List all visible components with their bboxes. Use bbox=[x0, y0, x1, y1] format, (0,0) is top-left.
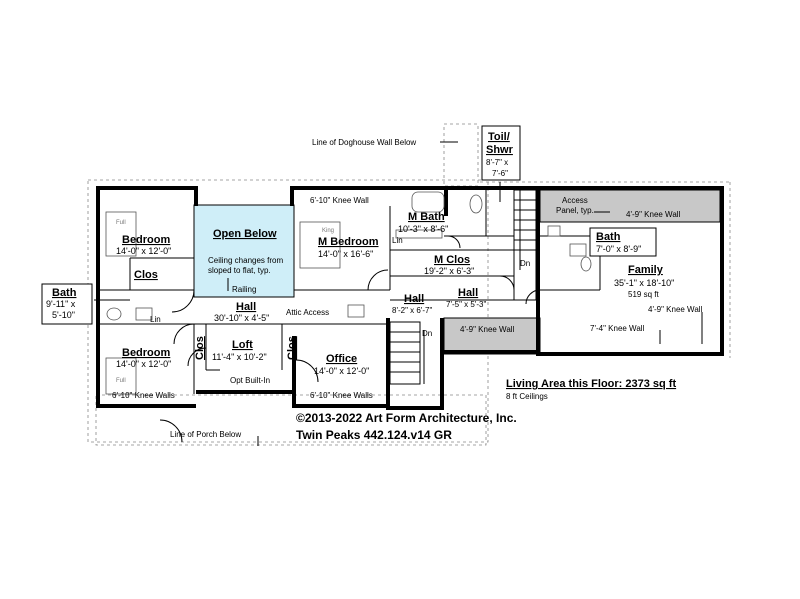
railing-note: Railing bbox=[232, 285, 256, 294]
bedroom-bottom-title: Bedroom bbox=[122, 347, 171, 359]
toil-shwr-box bbox=[481, 125, 521, 181]
bedroom-top-dim: 14'-0" x 12'-0" bbox=[116, 246, 171, 256]
knee-wall-49-stair: 4'-9" Knee Wall bbox=[460, 325, 515, 334]
family-area: 519 sq ft bbox=[628, 290, 659, 299]
knee-wall-74: 7'-4" Knee Wall bbox=[590, 324, 645, 333]
door-swings bbox=[159, 235, 541, 443]
bath-right-title: Bath bbox=[596, 231, 621, 243]
king-label: King bbox=[322, 228, 334, 234]
m-bedroom-title: M Bedroom bbox=[318, 236, 379, 248]
bath-left-title: Bath bbox=[52, 287, 77, 299]
bedroom-bottom-dim: 14'-0" x 12'-0" bbox=[116, 359, 171, 369]
family-title: Family bbox=[628, 264, 664, 276]
m-clos-title: M Clos bbox=[434, 254, 470, 266]
dn-label-2: Dn bbox=[422, 329, 432, 338]
living-area-title: Living Area this Floor: 2373 sq ft bbox=[506, 378, 676, 390]
bath-right-box bbox=[589, 227, 657, 257]
hall-right-dim: 7'-5" x 5'-3" bbox=[446, 300, 486, 309]
hall-right-title: Hall bbox=[458, 287, 478, 299]
bath-left-dim-2: 5'-10" bbox=[52, 310, 75, 320]
dashed-outlines bbox=[87, 123, 731, 446]
full-label-1: Full bbox=[116, 220, 126, 226]
porch-note: Line of Porch Below bbox=[170, 430, 241, 439]
access-panel-2: Panel, typ. bbox=[556, 206, 594, 215]
attic-access-note: Attic Access bbox=[286, 308, 329, 317]
bedroom-top-title: Bedroom bbox=[122, 234, 171, 246]
opt-built-in-note: Opt Built-In bbox=[230, 376, 270, 385]
stairs bbox=[389, 189, 537, 385]
open-below-note-2: sloped to flat, typ. bbox=[208, 266, 271, 275]
exterior-walls bbox=[96, 186, 724, 410]
m-bedroom-dim: 14'-0" x 16'-6" bbox=[318, 249, 373, 259]
m-clos-dim: 19'-2" x 6'-3" bbox=[424, 266, 474, 276]
clos-loft-title: Clos bbox=[194, 336, 206, 360]
open-below-note-1: Ceiling changes from bbox=[208, 256, 283, 265]
leader-lines bbox=[94, 141, 703, 446]
copyright-line-2: Twin Peaks 442.124.v14 GR bbox=[296, 428, 452, 442]
hall-main-title: Hall bbox=[236, 301, 256, 313]
toil-shwr-dim-2: 7'-6" bbox=[492, 169, 508, 178]
knee-wall-610-top: 6'-10" Knee Wall bbox=[310, 196, 369, 205]
clos-top-title: Clos bbox=[134, 269, 158, 281]
bath-left-dim-1: 9'-11" x bbox=[46, 299, 76, 309]
living-area-ceilings: 8 ft Ceilings bbox=[506, 392, 548, 401]
hall-main-dim: 30'-10" x 4'-5" bbox=[214, 313, 269, 323]
toil-shwr-dim-1: 8'-7" x bbox=[486, 158, 508, 167]
doghouse-note: Line of Doghouse Wall Below bbox=[312, 138, 416, 147]
knee-wall-49-top: 4'-9" Knee Wall bbox=[626, 210, 681, 219]
knee-walls-610-bed: 6'-10" Knee Walls bbox=[112, 391, 175, 400]
toil-shwr-title-1: Toil/ bbox=[488, 131, 510, 143]
bath-right-dim: 7'-0" x 8'-9" bbox=[596, 244, 641, 254]
open-below-area bbox=[193, 204, 295, 298]
loft-title: Loft bbox=[232, 339, 253, 351]
m-bath-dim: 10'-3" x 8'-6" bbox=[398, 224, 448, 234]
access-panel-1: Access bbox=[562, 196, 588, 205]
office-dim: 14'-0" x 12'-0" bbox=[314, 366, 369, 376]
open-below-title: Open Below bbox=[213, 228, 277, 240]
dn-label-1: Dn bbox=[520, 259, 530, 268]
knee-walls-610-office: 6'-10" Knee Walls bbox=[310, 391, 373, 400]
hall-mid-dim: 8'-2" x 6'-7" bbox=[392, 306, 432, 315]
bath-left-box bbox=[41, 283, 93, 325]
loft-dim: 11'-4" x 10'-2" bbox=[212, 352, 267, 362]
m-bath-title: M Bath bbox=[408, 211, 445, 223]
hall-mid-title: Hall bbox=[404, 293, 424, 305]
lin-label-2: Lin bbox=[392, 236, 403, 245]
knee-wall-49-right: 4'-9" Knee Wall bbox=[648, 305, 703, 314]
family-dim: 35'-1" x 18'-10" bbox=[614, 278, 674, 288]
copyright-line-1: ©2013-2022 Art Form Architecture, Inc. bbox=[296, 411, 517, 425]
lin-label-1: Lin bbox=[150, 315, 161, 324]
toil-shwr-title-2: Shwr bbox=[486, 144, 514, 156]
fixtures bbox=[105, 191, 592, 395]
clos-office-title: Clos bbox=[286, 336, 298, 360]
full-label-2: Full bbox=[116, 378, 126, 384]
office-title: Office bbox=[326, 353, 357, 365]
